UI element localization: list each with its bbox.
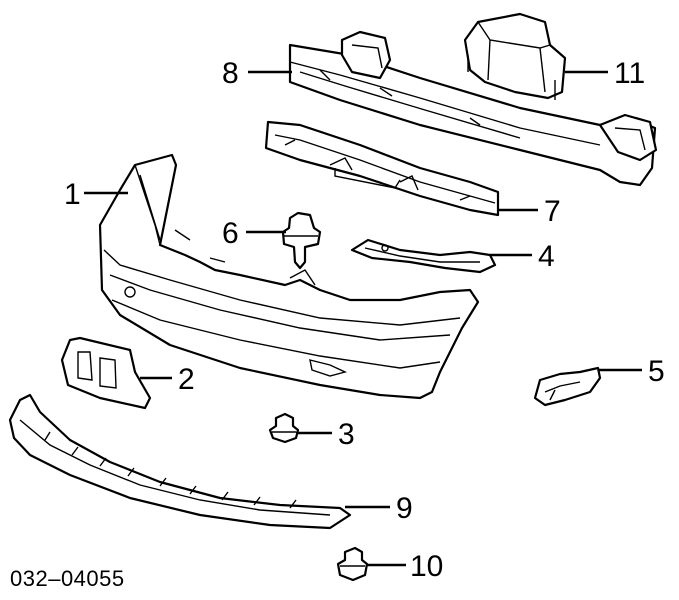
callout-3: 3	[338, 418, 355, 451]
callout-8: 8	[222, 57, 239, 90]
part-11-bracket	[463, 12, 567, 100]
part-1-bumper-cover	[98, 153, 480, 400]
part-9-spoiler	[8, 393, 352, 530]
callouts: 1 2 3 4 5 6 7 8 9 10 11	[64, 57, 665, 583]
diagram-code: 032–04055	[10, 566, 125, 591]
callout-4: 4	[538, 240, 555, 273]
part-8-reinforcement	[288, 30, 658, 187]
part-7-absorber	[264, 120, 500, 217]
callout-9: 9	[396, 492, 413, 525]
part-10-clip	[336, 546, 369, 582]
callout-6: 6	[222, 217, 239, 250]
callout-11: 11	[614, 57, 645, 90]
callout-7: 7	[544, 195, 561, 228]
part-2-plate-bracket	[60, 336, 152, 410]
callout-10: 10	[410, 550, 443, 583]
part-6-clip	[281, 211, 322, 270]
callout-5: 5	[648, 355, 665, 388]
part-3-clip	[268, 412, 300, 444]
leader-lines	[84, 70, 642, 567]
callout-1: 1	[64, 178, 81, 211]
part-4-bracket	[350, 238, 497, 274]
callout-2: 2	[178, 363, 195, 396]
part-5-bracket	[533, 366, 602, 407]
